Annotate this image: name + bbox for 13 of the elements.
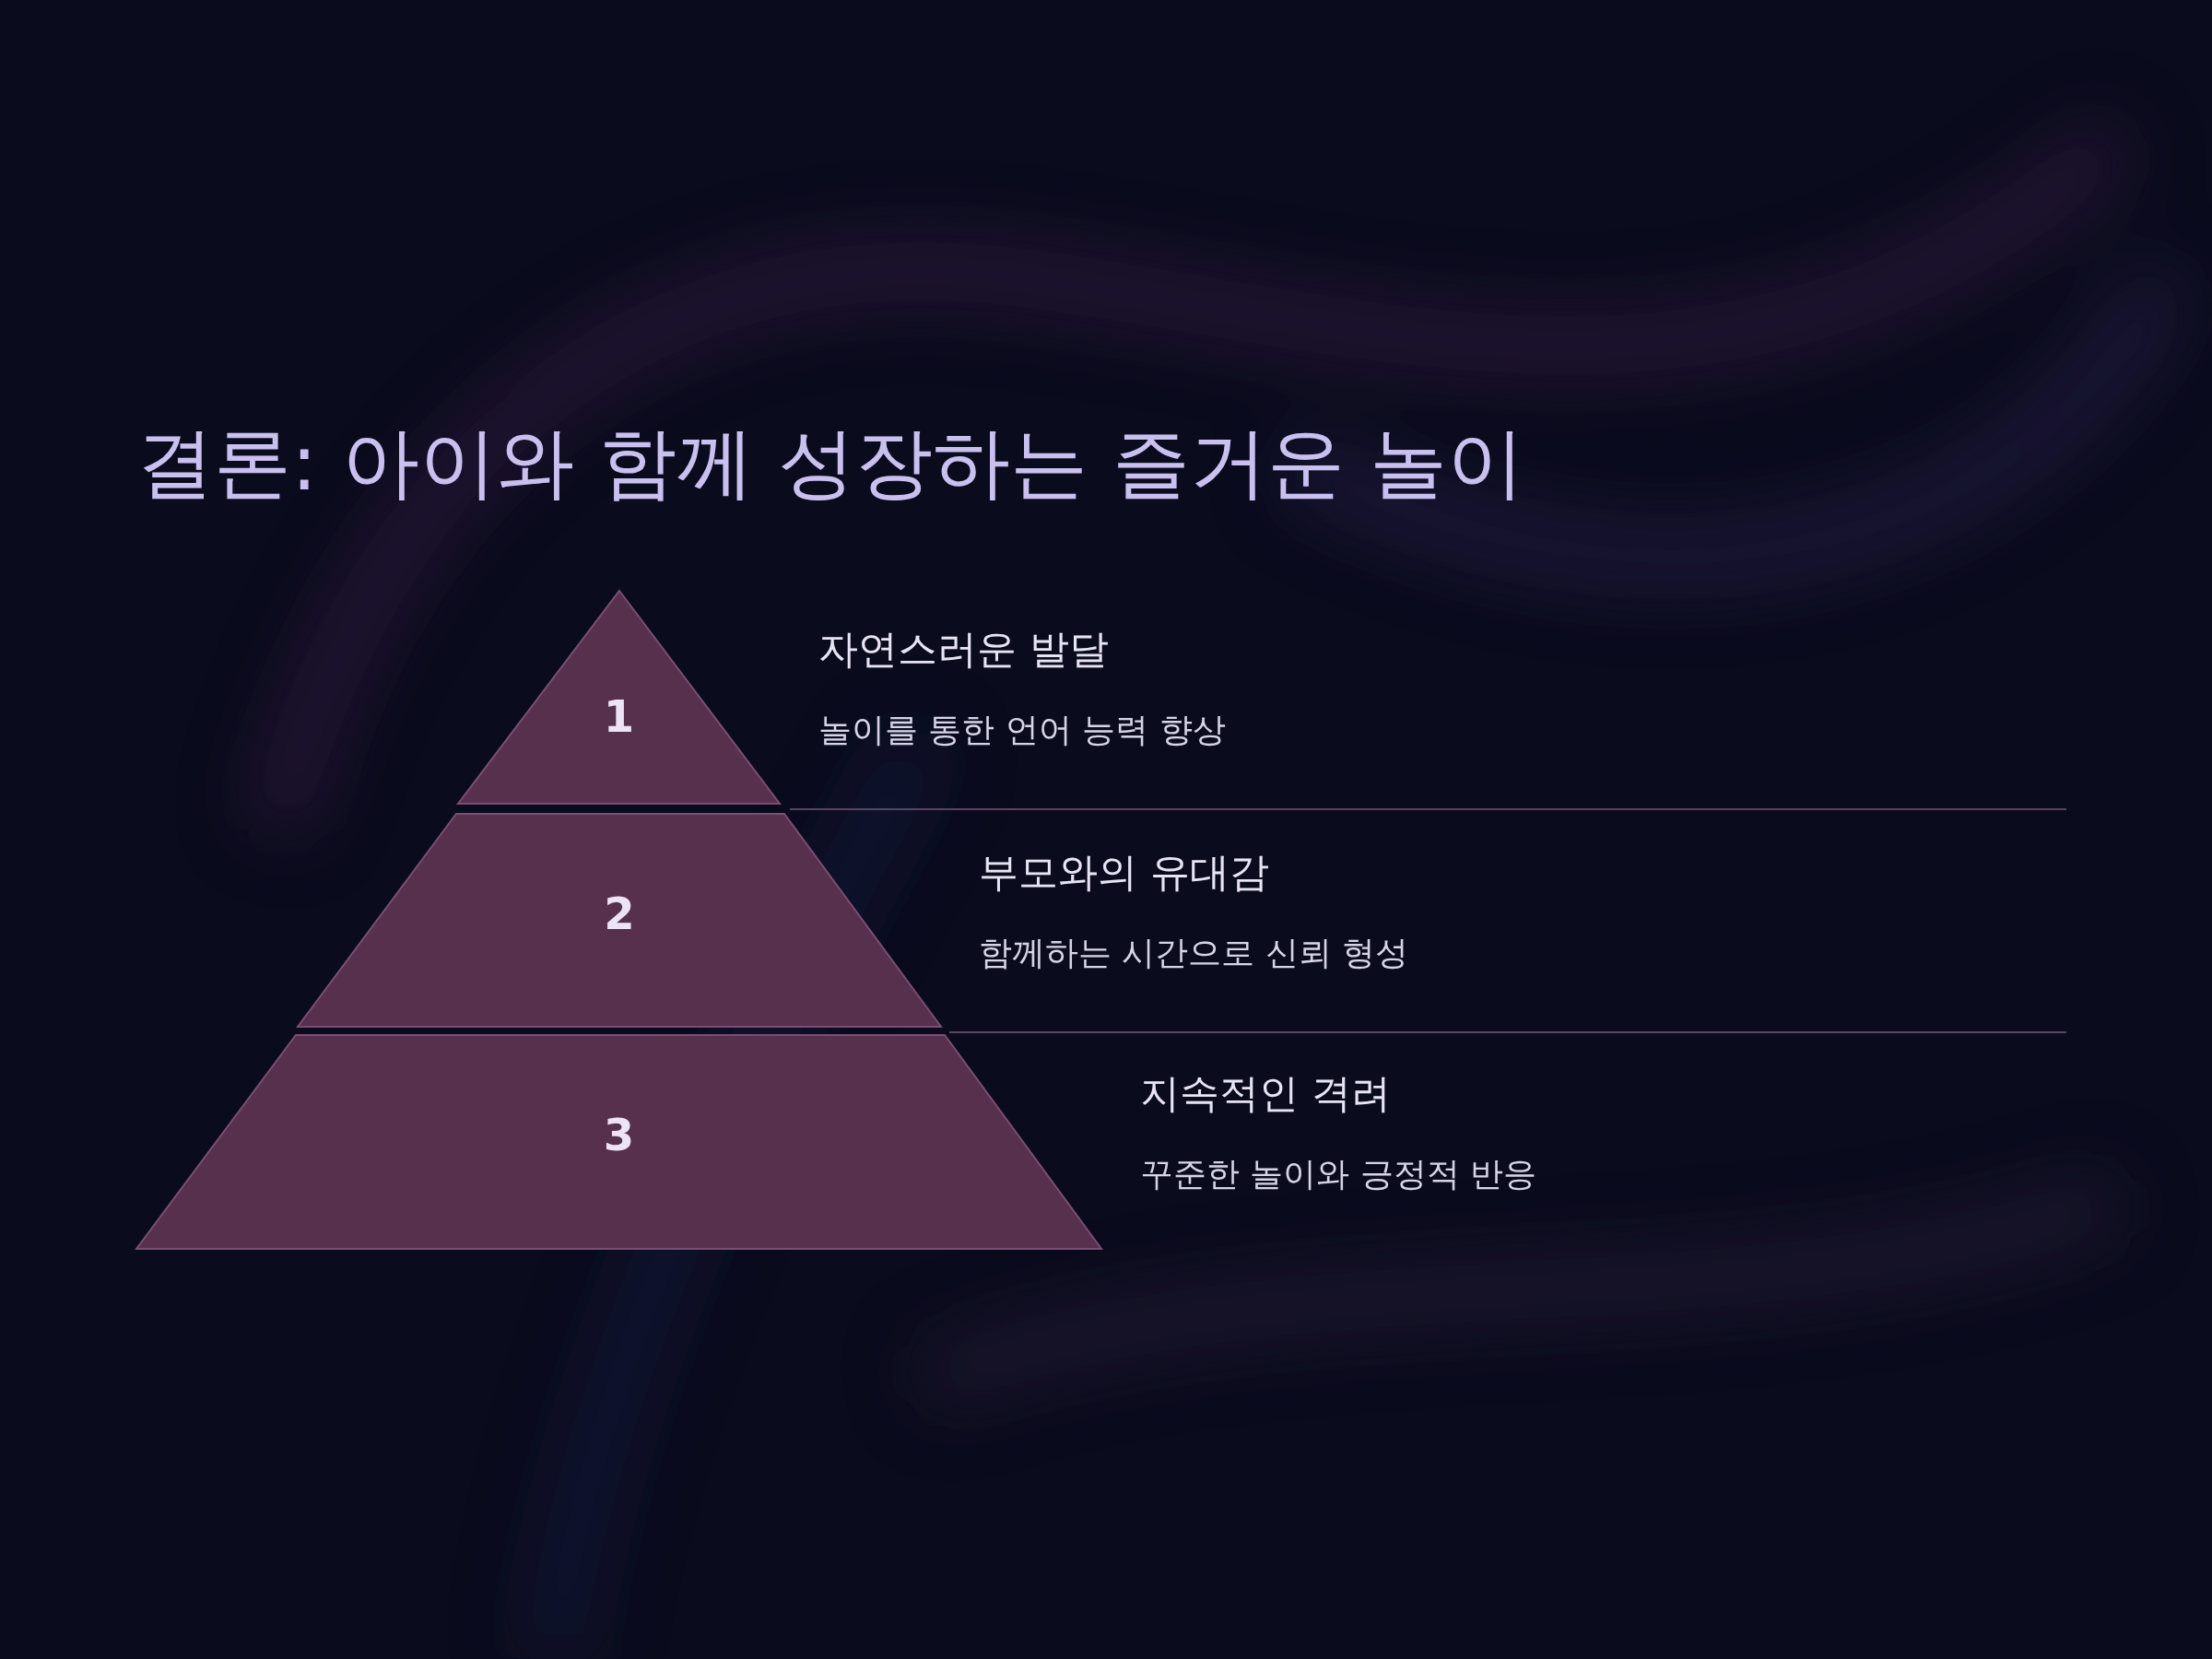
pyramid-tier [136, 1035, 1101, 1249]
tier-description: 함께하는 시간으로 신뢰 형성 [979, 933, 1409, 973]
pyramid-tier [458, 591, 780, 804]
pyramid-tier [298, 814, 941, 1027]
tier-heading: 자연스러운 발달 [818, 625, 1109, 674]
tier-number: 3 [603, 1109, 635, 1161]
tier-description: 꾸준한 놀이와 긍정적 반응 [1140, 1154, 1537, 1194]
tier-description: 놀이를 통한 언어 능력 향상 [818, 710, 1226, 750]
tier-number: 2 [604, 887, 635, 939]
tier-heading: 부모와의 유대감 [979, 848, 1269, 897]
tier-number: 1 [603, 689, 635, 742]
tier-heading: 지속적인 격려 [1140, 1069, 1391, 1118]
slide-title: 결론: 아이와 함께 성장하는 즐거운 놀이 [136, 417, 1524, 510]
